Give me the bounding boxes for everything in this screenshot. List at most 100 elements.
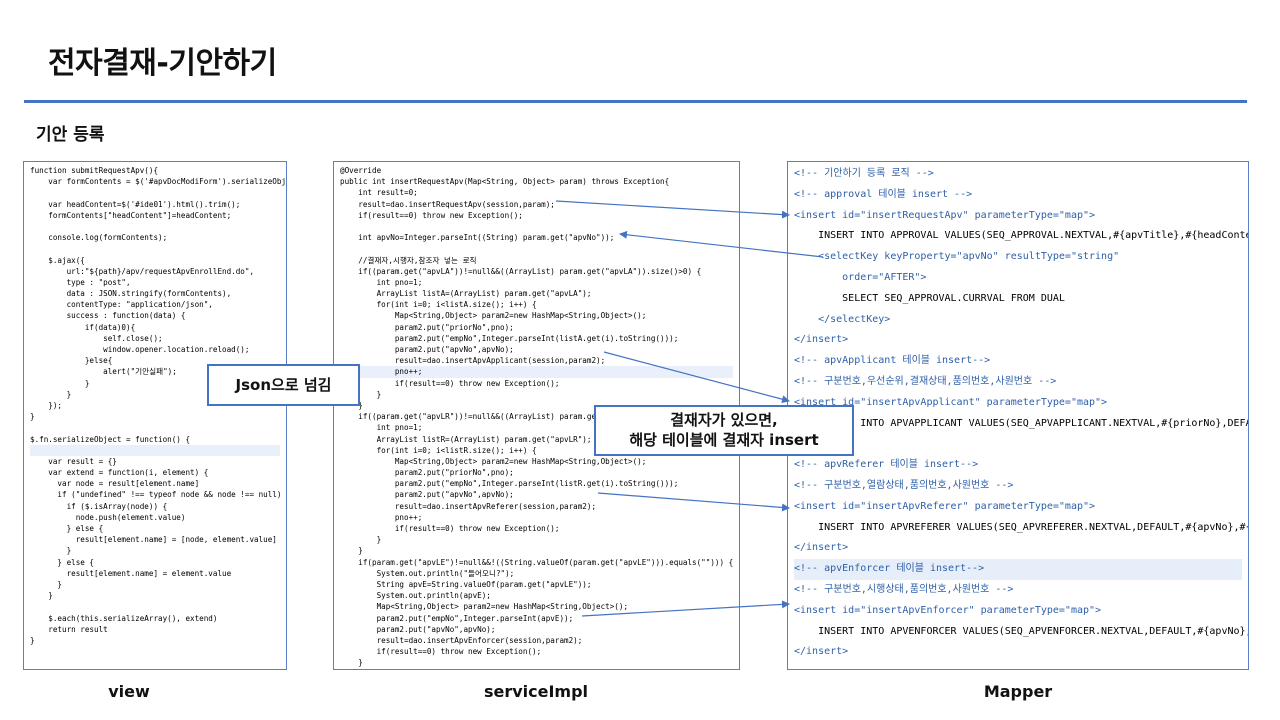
mapper-line: <insert id="insertApvApplicant" paramete…: [794, 396, 1108, 408]
code-line: param2.put("apvNo",apvNo);: [340, 490, 514, 500]
code-line: console.log(formContents);: [30, 233, 168, 243]
code-line: param2.put("apvNo",apvNo);: [340, 345, 514, 354]
code-line: if ("undefined" !== typeof node && node …: [30, 490, 287, 500]
mapper-line: INSERT INTO APPROVAL VALUES(SEQ_APPROVAL…: [818, 230, 1249, 242]
code-line: int result=0;: [340, 188, 418, 198]
code-line: Map<String,Object> param2=new HashMap<St…: [340, 602, 629, 612]
code-line: [30, 601, 280, 612]
code-line: }: [30, 378, 90, 388]
mapper-code-panel: <!-- 기안하기 등록 로직 --><!-- approval 테이블 ins…: [787, 161, 1249, 670]
code-line: [30, 422, 280, 433]
code-line: @Override: [340, 166, 382, 175]
code-line: if(result==0) throw new Exception();: [340, 524, 560, 533]
code-line: }: [340, 535, 382, 545]
code-line: }: [340, 658, 363, 668]
mapper-line: <!-- approval 테이블 insert -->: [794, 188, 973, 200]
code-line: if(param.get("apvLE")!=null&&!((String.v…: [340, 557, 734, 567]
code-line: if(result==0) throw new Exception();: [340, 647, 542, 657]
code-line: if(data)0){: [30, 322, 136, 332]
code-line: var extend = function(i, element) {: [30, 468, 209, 478]
mapper-line: <!-- apvReferer 테이블 insert-->: [794, 459, 979, 471]
code-line: pno++;: [340, 512, 423, 522]
code-line: $.fn.serializeObject = function() {: [30, 434, 191, 444]
code-line: Map<String,Object> param2=new HashMap<St…: [340, 311, 647, 321]
approver-callout-line1: 결재자가 있으면,: [670, 411, 778, 429]
view-code-panel: function submitRequestApv(){ var formCon…: [23, 161, 287, 670]
code-line: }: [30, 412, 35, 422]
mapper-line: <!-- apvApplicant 테이블 insert-->: [794, 355, 991, 367]
code-line: $.ajax({: [30, 255, 85, 265]
slide-title: 전자결재-기안하기: [48, 46, 277, 81]
code-line: int apvNo=Integer.parseInt((String) para…: [340, 233, 615, 243]
code-line: }: [30, 635, 35, 645]
mapper-code-block: <!-- 기안하기 등록 로직 --><!-- approval 테이블 ins…: [788, 162, 1248, 665]
mapper-line: INSERT INTO APVREFERER VALUES(SEQ_APVREF…: [794, 521, 1249, 533]
service-code-block: @Override public int insertRequestApv(Map…: [334, 162, 739, 669]
code-line: for(int i=0; i<listA.size(); i++) {: [340, 300, 537, 310]
code-line: System.out.println("들어오니?");: [340, 568, 515, 578]
code-line: return result: [30, 624, 108, 634]
mapper-line: <insert id="insertApvReferer" parameterT…: [794, 500, 1096, 512]
code-line: alert("기안실패");: [30, 367, 177, 377]
code-line: result=dao.insertRequestApv(session,para…: [340, 199, 555, 209]
code-line: }: [30, 591, 53, 601]
code-line: pno++;: [340, 366, 733, 378]
code-line: result[element.name] = [node, element.va…: [30, 535, 277, 545]
mapper-line: </selectKey>: [794, 313, 891, 325]
code-line: if ($.isArray(node)) {: [30, 501, 168, 511]
code-line: var result = {}: [30, 456, 117, 466]
code-line: node.push(element.value): [30, 512, 186, 522]
code-line: param2.put("empNo",Integer.parseInt(list…: [340, 479, 679, 489]
mapper-line: </insert>: [794, 334, 849, 346]
code-line: result=dao.insertApvEnforcer(session,par…: [340, 635, 583, 645]
code-line: for(int i=0; i<listR.size(); i++) {: [340, 445, 537, 455]
code-line: } else {: [30, 557, 95, 567]
serviceimpl-caption: serviceImpl: [483, 682, 589, 701]
code-line: //결재자,시행자,참조자 넣는 로직: [340, 255, 477, 265]
code-line: [30, 221, 280, 232]
json-callout-text: Json으로 넘김: [235, 376, 332, 394]
code-line: if((param.get("apvLA"))!=null&&((ArrayLi…: [340, 266, 702, 276]
view-caption: view: [108, 682, 150, 701]
mapper-line: INSERT INTO APVENFORCER VALUES(SEQ_APVEN…: [818, 625, 1248, 637]
mapper-line: <insert id="insertApvEnforcer" parameter…: [794, 604, 1102, 616]
mapper-line: [794, 434, 1242, 455]
code-line: }: [340, 546, 363, 556]
code-line: public int insertRequestApv(Map<String, …: [340, 177, 670, 187]
json-callout: Json으로 넘김: [207, 364, 360, 406]
mapper-line: <!-- 구분번호,시행상태,품의번호,사원번호 -->: [794, 583, 1014, 595]
code-line: result=dao.insertApvApplicant(session,pa…: [340, 356, 606, 366]
code-line: }: [358, 400, 363, 410]
code-line: });: [30, 400, 63, 410]
code-line: } else {: [30, 524, 104, 533]
code-line: }else{: [30, 356, 113, 366]
code-line: data : JSON.stringify(formContents),: [30, 289, 232, 299]
mapper-line: INSERT INTO APVAPPLICANT VALUES(SEQ_APVA…: [818, 417, 1248, 429]
code-line: var headContent=$('#ide01').html().trim(…: [30, 199, 241, 209]
code-line: }: [30, 389, 72, 399]
code-line: param2.put("empNo",Integer.parseInt(apvE…: [340, 613, 574, 623]
code-line: Map<String,Object> param2=new HashMap<St…: [340, 456, 647, 466]
code-line: if(result==0) throw new Exception();: [340, 378, 560, 388]
code-line: [340, 243, 733, 254]
code-line: String apvE=String.valueOf(param.get("ap…: [340, 579, 592, 589]
code-line: var node = result[element.name]: [30, 479, 200, 489]
view-code-block: function submitRequestApv(){ var formCon…: [24, 162, 286, 649]
approver-callout: 결재자가 있으면, 해당 테이블에 결재자 insert: [594, 405, 854, 456]
code-line: }: [30, 579, 63, 589]
code-line: int pno=1;: [340, 423, 423, 433]
code-line: result[element.name] = element.value: [30, 568, 232, 578]
code-line: param2.put("priorNo",pno);: [340, 468, 514, 478]
code-line: result=dao.insertApvReferer(session,para…: [340, 501, 597, 511]
code-line: }: [30, 546, 72, 556]
code-line: ArrayList listA=(ArrayList) param.get("a…: [340, 289, 592, 299]
code-line: System.out.println(apvE);: [340, 591, 491, 601]
code-line: [30, 187, 280, 198]
code-line: formContents["headContent"]=headContent;: [30, 210, 232, 220]
title-divider: [24, 100, 1247, 103]
code-line: contentType: "application/json",: [30, 300, 213, 310]
code-line: param2.put("empNo",Integer.parseInt(list…: [340, 333, 679, 343]
code-line: }: [340, 389, 382, 399]
section-subtitle: 기안 등록: [36, 125, 105, 145]
code-line: if(result==0) throw new Exception();: [340, 210, 523, 220]
